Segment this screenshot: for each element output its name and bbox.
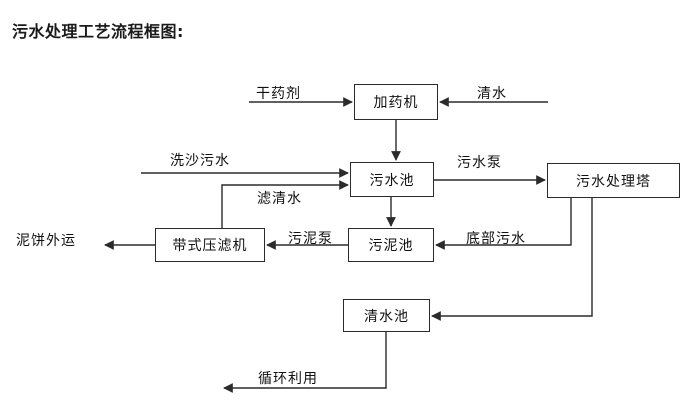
node-dosing-machine[interactable]: 加药机	[354, 84, 438, 120]
node-label: 带式压滤机	[172, 238, 248, 254]
node-label: 污泥池	[368, 238, 414, 254]
edge-filtered-water-to-wastewater-pool	[221, 180, 349, 228]
edge-label-sludge-pump: 污泥泵	[288, 231, 333, 247]
edge-label-dry-chemical: 干药剂	[256, 86, 301, 102]
node-label: 加药机	[373, 95, 419, 111]
edge-label-bottom-wastewater: 底部污水	[466, 231, 526, 247]
edge-label-recycle-use: 循环利用	[258, 371, 318, 387]
io-label-mud-cake-out: 泥饼外运	[16, 233, 76, 249]
node-belt-filter-press[interactable]: 带式压滤机	[155, 228, 265, 262]
node-clean-water-pool[interactable]: 清水池	[343, 299, 430, 332]
node-label: 清水池	[364, 308, 409, 325]
page-title: 污水处理工艺流程框图:	[12, 22, 184, 41]
node-treatment-tower[interactable]: 污水处理塔	[547, 163, 680, 198]
edge-label-wastewater-pump: 污水泵	[457, 155, 502, 171]
edge-label-filtered-water: 滤清水	[257, 191, 302, 207]
node-label: 污水处理塔	[576, 173, 651, 190]
edge-label-sand-wash-water: 洗沙污水	[170, 153, 230, 169]
edge-tower-to-sludge-pool	[435, 198, 572, 250]
node-wastewater-pool[interactable]: 污水池	[350, 162, 434, 197]
edge-tower-to-clean-water-pool	[431, 198, 593, 321]
node-label: 污水池	[369, 172, 415, 189]
edge-label-clean-water-input: 清水	[477, 86, 507, 102]
edge-clean-water-pool-recycle	[223, 332, 387, 393]
node-sludge-pool[interactable]: 污泥池	[348, 228, 434, 262]
